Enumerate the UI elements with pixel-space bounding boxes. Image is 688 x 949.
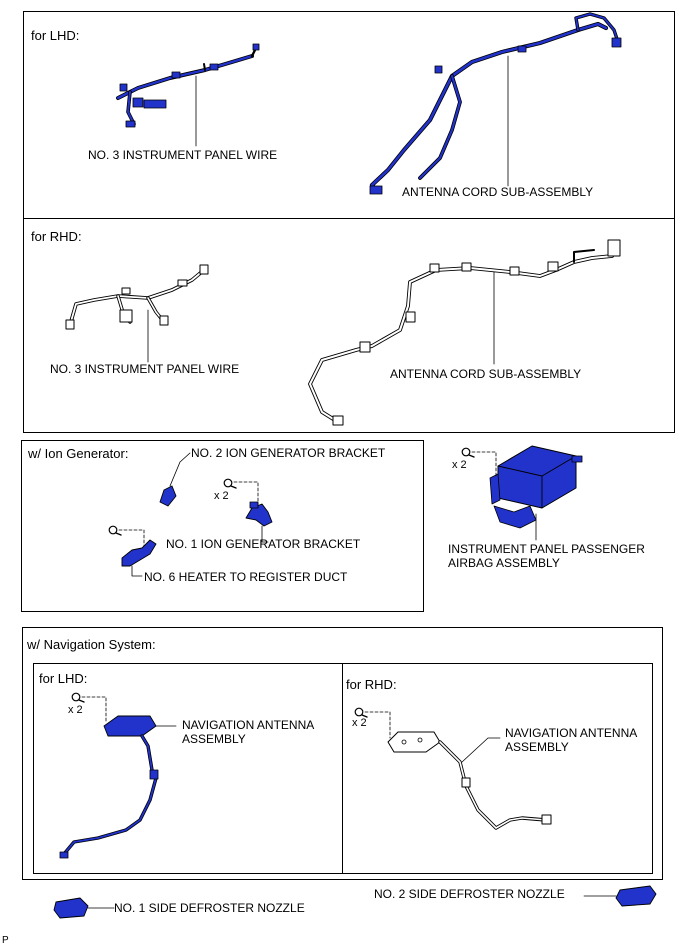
lhd-antenna-cord [369,12,622,195]
airbag-qty: x 2 [452,459,467,471]
ion-generator-frame [21,440,424,612]
passenger-airbag-art [489,445,583,529]
lhd-section-header: for LHD: [31,28,80,43]
corner-mark: P [2,935,9,946]
navigation-lhd-header: for LHD: [39,671,88,686]
rhd-panel-wire-label: NO. 3 INSTRUMENT PANEL WIRE [50,362,240,376]
navigation-lhd-qty: x 2 [68,704,83,716]
ion-generator-header: w/ Ion Generator: [28,446,129,461]
nav-antenna-lhd-art [59,715,159,859]
rhd-section-header: for RHD: [31,229,82,244]
navigation-system-frame [22,627,663,880]
navigation-rhd-header: for RHD: [346,677,397,692]
navigation-rhd-frame [342,663,653,874]
no6-heater-register-duct-label: NO. 6 HEATER TO REGISTER DUCT [144,570,348,584]
airbag-label-line2: AIRBAG ASSEMBLY [448,556,560,570]
rhd-wiring-frame [23,218,675,433]
no2-side-defroster-nozzle-label: NO. 2 SIDE DEFROSTER NOZZLE [374,887,565,901]
navigation-rhd-label-line1: NAVIGATION ANTENNA [505,726,638,740]
no1-side-defroster-nozzle-art [53,897,89,919]
lhd-panel-wire-label: NO. 3 INSTRUMENT PANEL WIRE [88,148,278,162]
airbag-label-line1: INSTRUMENT PANEL PASSENGER [448,542,645,556]
lhd-instrument-panel-wire [116,43,260,128]
nav-antenna-rhd-art [387,731,552,830]
rhd-antenna-cord-label: ANTENNA CORD SUB-ASSEMBLY [390,367,582,381]
navigation-lhd-label-line2: ASSEMBLY [182,732,246,746]
navigation-rhd-qty: x 2 [352,717,367,729]
no6-heater-register-duct-art [121,539,157,567]
lhd-antenna-cord-label: ANTENNA CORD SUB-ASSEMBLY [402,185,594,199]
no1-ion-generator-bracket-art [245,501,273,527]
navigation-system-header: w/ Navigation System: [27,637,156,652]
no1-side-defroster-nozzle-label: NO. 1 SIDE DEFROSTER NOZZLE [114,901,305,915]
no2-ion-generator-bracket-label: NO. 2 ION GENERATOR BRACKET [191,446,386,460]
rhd-instrument-panel-wire [65,264,209,330]
no1-ion-generator-bracket-label: NO. 1 ION GENERATOR BRACKET [166,537,361,551]
navigation-rhd-label-line2: ASSEMBLY [505,740,569,754]
rhd-antenna-cord [308,239,621,426]
no2-ion-generator-bracket-art [159,485,177,507]
navigation-lhd-label-line1: NAVIGATION ANTENNA [182,718,315,732]
ion-bracket-qty: x 2 [214,490,229,502]
no2-side-defroster-nozzle-art [615,885,657,907]
